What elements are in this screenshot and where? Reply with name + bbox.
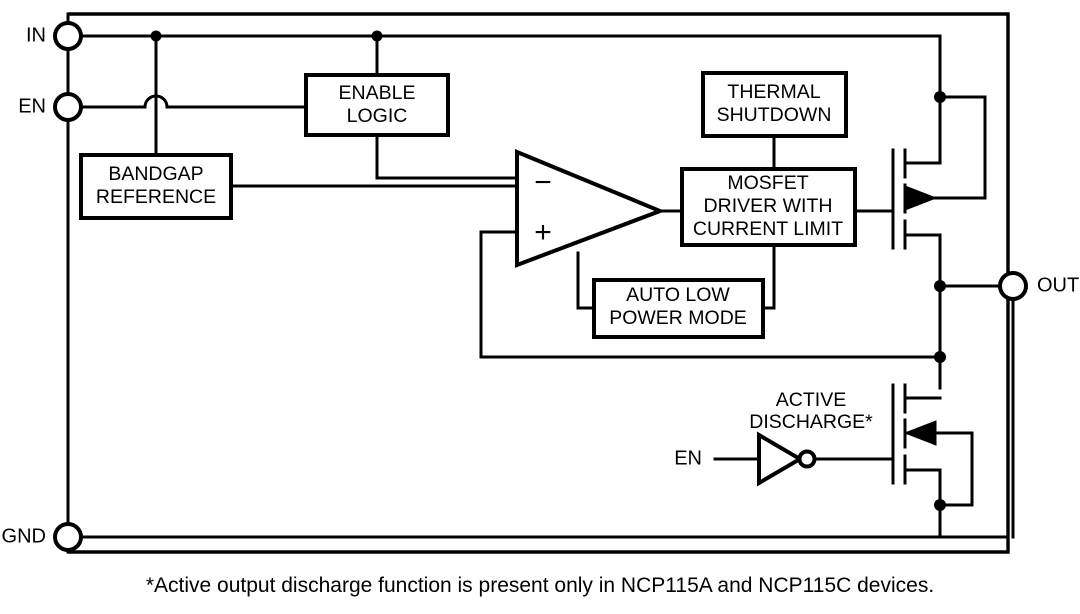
block-mosfet-driver bbox=[680, 167, 857, 247]
mosfet-driver-line2: DRIVER WITH bbox=[704, 195, 833, 217]
wire-en-rail-with-hop bbox=[78, 94, 308, 109]
junction-discharge-source bbox=[934, 499, 946, 511]
pass-pmos-drain-lead bbox=[903, 233, 942, 288]
error-amplifier-body bbox=[515, 149, 666, 268]
auto-low-power-line1: AUTO LOW bbox=[626, 284, 730, 306]
wire-opamp-plus-feedback bbox=[479, 230, 519, 359]
diagram-footnote: *Active output discharge function is pre… bbox=[145, 574, 935, 597]
inverter-body bbox=[757, 431, 804, 487]
mosfet-driver-line1: MOSFET bbox=[727, 172, 808, 194]
block-auto-low-power-mode bbox=[592, 278, 765, 339]
enable-logic-line2: LOGIC bbox=[347, 105, 408, 127]
opamp-minus-sign: − bbox=[534, 166, 552, 199]
pin-label-out: OUT bbox=[1037, 274, 1079, 296]
thermal-shutdown-line1: THERMAL bbox=[727, 81, 820, 103]
block-enable-logic bbox=[304, 73, 450, 137]
device-outline bbox=[68, 12, 1010, 554]
pin-label-in: IN bbox=[26, 24, 46, 46]
mosfet-driver-line3: CURRENT LIMIT bbox=[693, 218, 843, 240]
pin-terminal-in[interactable] bbox=[53, 21, 83, 51]
opamp-plus-sign: + bbox=[534, 216, 552, 249]
junction-in-bandgap bbox=[150, 30, 162, 42]
active-discharge-line1: ACTIVE bbox=[776, 389, 846, 411]
auto-low-power-line2: POWER MODE bbox=[609, 307, 747, 329]
pass-pmos-body-arrow bbox=[904, 185, 938, 211]
block-thermal-shutdown bbox=[701, 71, 848, 138]
bandgap-reference-line2: REFERENCE bbox=[96, 186, 216, 208]
pin-label-gnd: GND bbox=[2, 525, 46, 547]
junction-in-enable-logic bbox=[371, 30, 383, 42]
inverter-input-label: EN bbox=[674, 447, 702, 469]
wire-opamp-to-auto-low-power bbox=[576, 251, 596, 310]
pass-pmos-source-lead bbox=[903, 95, 942, 165]
pin-terminal-out[interactable] bbox=[998, 271, 1028, 301]
discharge-nmos-source-lead bbox=[903, 468, 942, 539]
wire-enable-logic-to-opamp bbox=[375, 133, 519, 180]
pin-terminal-gnd[interactable] bbox=[53, 522, 83, 552]
active-discharge-line2: DISCHARGE* bbox=[749, 411, 873, 433]
enable-logic-line1: ENABLE bbox=[339, 82, 416, 104]
bandgap-reference-line1: BANDGAP bbox=[108, 163, 203, 185]
discharge-nmos-body-arrow bbox=[903, 420, 937, 446]
thermal-shutdown-line2: SHUTDOWN bbox=[717, 104, 832, 126]
pin-label-en: EN bbox=[18, 95, 46, 117]
inverter-bubble bbox=[797, 449, 817, 469]
pin-terminal-en[interactable] bbox=[53, 92, 83, 122]
